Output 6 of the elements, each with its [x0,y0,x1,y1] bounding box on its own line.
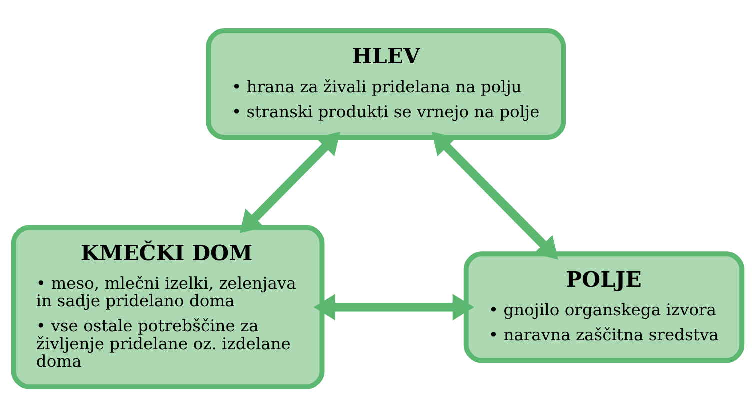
arrow [432,131,558,260]
arrow [240,131,340,233]
node-box: POLJE • gnojilo organskega izvora • naravna zaščitna sredstva [464,251,745,363]
arrow [314,294,474,320]
node-box: HLEV • hrana za živali pridelana na polju • stranski produkti se vrnejo na polje [206,28,566,140]
node-box: KMEČKI DOM • meso, mlečni izelki, zelenjava in sadje pridelano doma • vse ostale potrebščine za življenje pridelane oz. izdelane doma [11,224,325,389]
